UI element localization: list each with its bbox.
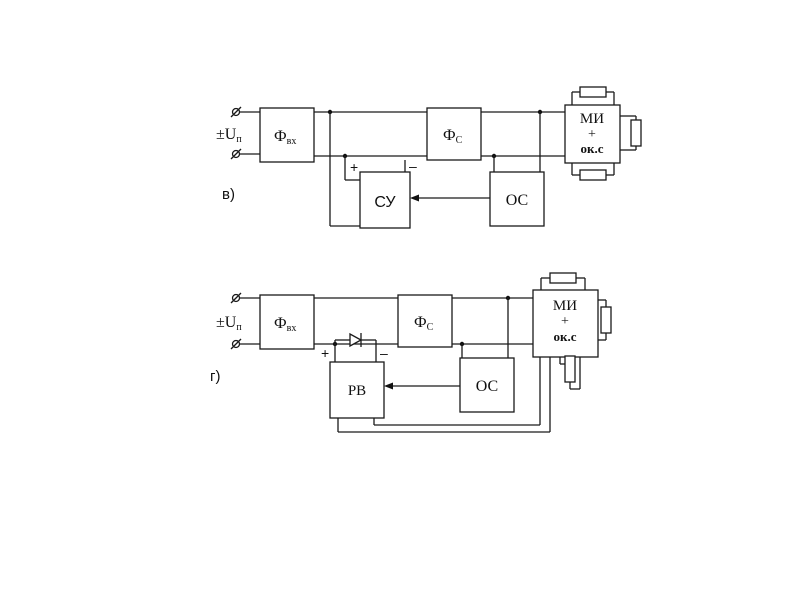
feedback-block (489, 171, 545, 227)
resistor-lower (564, 355, 576, 383)
relay-label: РВ (348, 383, 366, 399)
resistor-bottom (579, 169, 607, 181)
diagram-v-label: в) (222, 186, 235, 203)
feedback-block (459, 357, 515, 413)
output-filter-label: ФС (443, 127, 463, 146)
su-minus-sign: – (409, 158, 417, 174)
resistor-top (579, 86, 607, 98)
diagram-v: ±Uп Фвх ФС + – СУ ОС (216, 86, 642, 229)
resistor-top (549, 272, 577, 284)
diagram-g: ±Uп Фвх ФС + – РВ ОС (210, 272, 612, 433)
diode (349, 332, 363, 348)
mi-label-bottom: ок.с (580, 141, 603, 156)
feedback-label: ОС (476, 378, 498, 395)
resistor-right (600, 306, 612, 334)
mi-label-plus: + (561, 314, 569, 329)
input-filter-block (259, 294, 315, 350)
relay-block (329, 361, 385, 419)
supply-label: ±Uп (216, 314, 242, 333)
supply-label: ±Uп (216, 126, 242, 145)
mi-label-top: МИ (580, 111, 604, 127)
mi-label-bottom: ок.с (553, 329, 576, 344)
rv-minus-sign: – (380, 345, 388, 361)
measuring-instrument-block (564, 104, 621, 164)
measuring-instrument-block (532, 289, 599, 358)
output-filter-block (397, 294, 453, 348)
feedback-arrow (384, 382, 393, 390)
mi-label-plus: + (588, 127, 596, 142)
feedback-arrow (410, 194, 419, 202)
input-filter-block (259, 107, 315, 163)
diagram-g-label: г) (210, 368, 220, 385)
output-filter-label: ФС (414, 314, 434, 333)
mi-label-top: МИ (553, 298, 577, 314)
resistor-right (630, 119, 642, 147)
output-filter-block (426, 107, 482, 161)
input-filter-label: Фвх (274, 315, 296, 334)
rv-plus-sign: + (321, 345, 329, 361)
feedback-label: ОС (506, 192, 528, 209)
control-unit-block (359, 171, 411, 229)
su-plus-sign: + (350, 159, 358, 175)
control-unit-label: СУ (374, 194, 396, 211)
input-filter-label: Фвх (274, 128, 296, 147)
